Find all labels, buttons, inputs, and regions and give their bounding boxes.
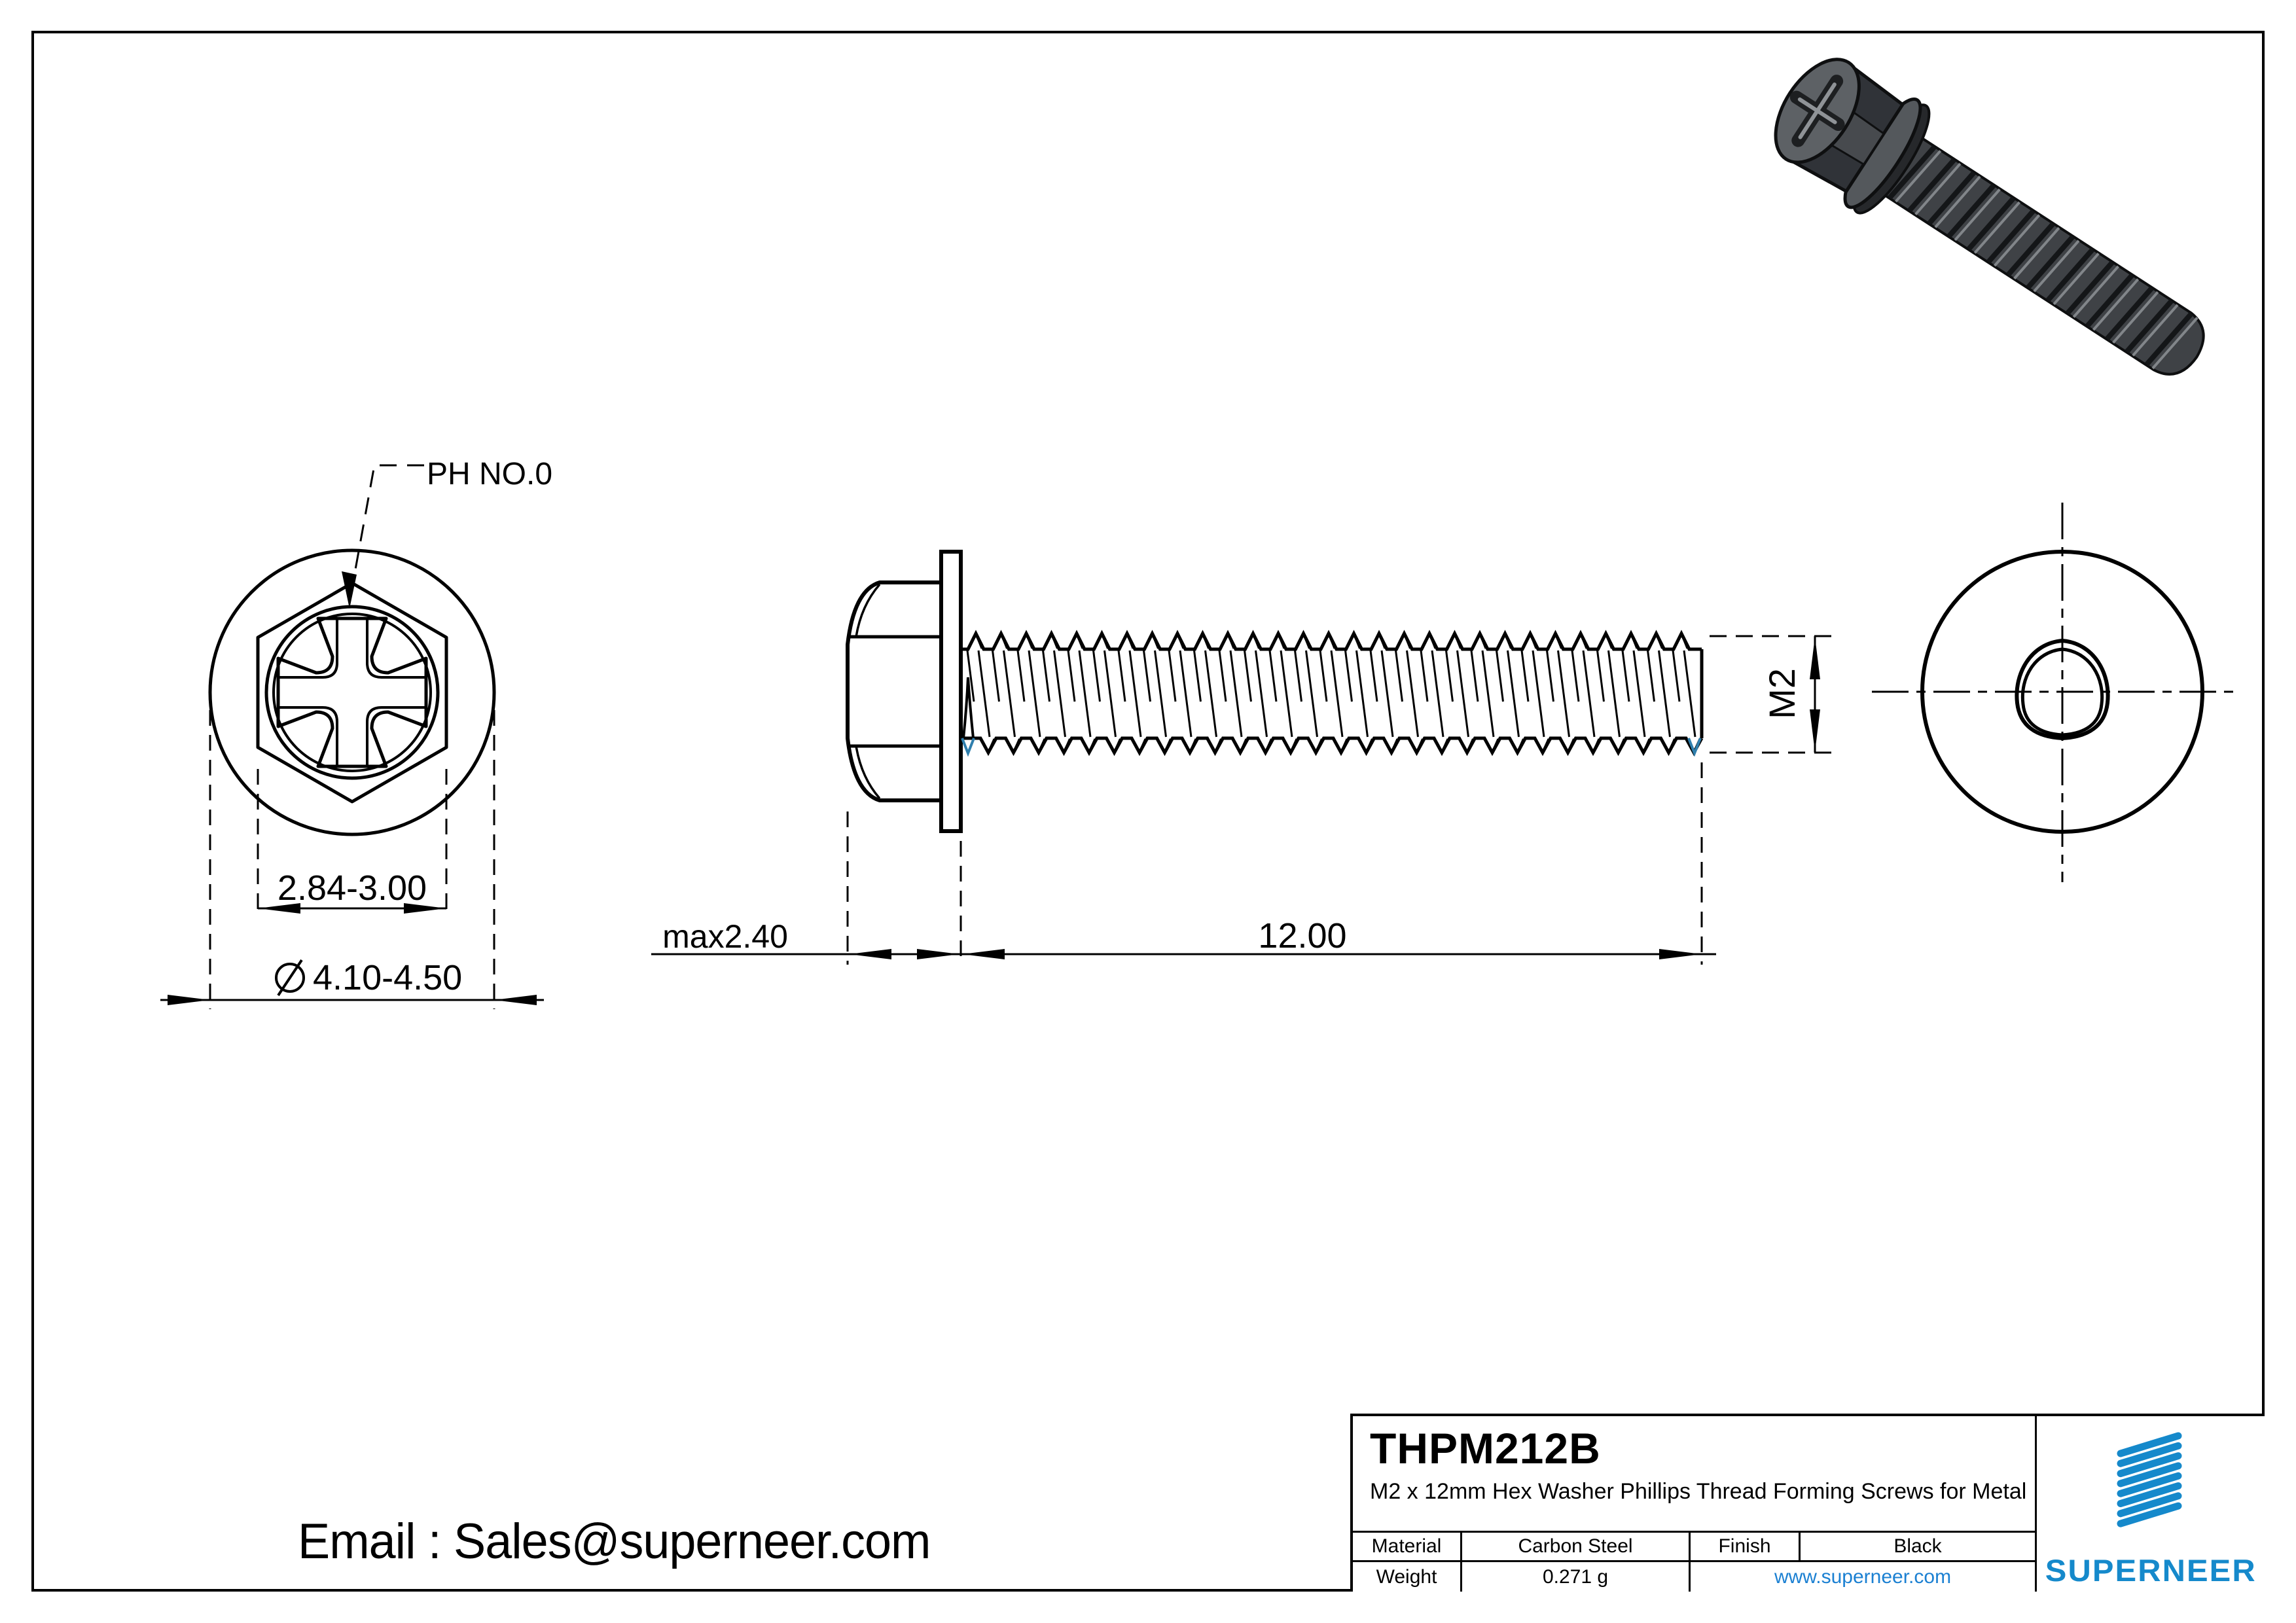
hex-outline [256,581,448,804]
website-cell: www.superneer.com [1691,1562,2035,1592]
finish-label: Finish [1691,1533,1801,1560]
title-area: THPM212B M2 x 12mm Hex Washer Phillips T… [1353,1416,2035,1533]
finish-value: Black [1893,1535,1942,1557]
brand-name: SUPERNEER [2045,1553,2257,1588]
material-finish-row: Material Carbon Steel Finish Black [1353,1533,2035,1562]
dim-head-height: max2.40 [662,918,788,955]
screw-3d-threads [1888,145,2198,370]
screw-3d-phillips-icon [1789,75,1845,147]
trilobe-inner [2020,647,2104,737]
drawing-border-frame [31,31,2265,1592]
washer-flange-circle [208,548,496,836]
front-view-dimensions [160,710,544,1009]
weight-value: 0.271 g [1462,1562,1691,1592]
phillips-leader: PH NO.0 [342,457,552,609]
washer-flange-side [939,550,963,833]
brand-logo-icon [2117,1432,2182,1527]
phillips-leader-label: PH NO.0 [427,457,552,491]
end-view [1872,503,2241,882]
material-label: Material [1353,1533,1462,1560]
diameter-icon [275,959,305,997]
email-line: Email : Sales@superneer.com [298,1514,931,1569]
head-boss-circle-outer [264,605,440,780]
side-view [846,550,1704,833]
thread-runout [962,677,975,739]
trilobe-outer [2015,638,2110,741]
part-description: M2 x 12mm Hex Washer Phillips Thread For… [1370,1479,2027,1504]
screw-3d-render [1774,58,2205,376]
weight-label: Weight [1353,1562,1462,1592]
weight-row: Weight 0.271 g www.superneer.com [1353,1562,2035,1592]
head-boss-circle-inner [272,613,432,772]
dim-thread-length: 12.00 [1258,916,1346,955]
dim-thread-size: M2 [1761,668,1803,719]
brand-logo-cell: SUPERNEER [2035,1416,2265,1592]
phillips-recess-outer [276,616,428,768]
leader-arrowhead [342,571,357,609]
part-number: THPM212B [1370,1424,1601,1472]
material-value: Carbon Steel [1462,1533,1691,1560]
length-dimensions [651,762,1716,965]
title-block-info: THPM212B M2 x 12mm Hex Washer Phillips T… [1353,1416,2035,1592]
front-view [208,548,496,836]
dim-washer-diameter: 4.10-4.50 [313,958,462,997]
thread-outer-circle [1920,550,2204,834]
website-link[interactable]: www.superneer.com [1774,1565,1952,1588]
phillips-recess-inner [277,617,427,768]
title-block: THPM212B M2 x 12mm Hex Washer Phillips T… [1350,1414,2265,1592]
head-side-outline [846,580,941,802]
thread-profile [962,630,1704,757]
dim-across-flats: 2.84-3.00 [278,868,427,908]
thread-size-dimension [1710,635,1833,754]
